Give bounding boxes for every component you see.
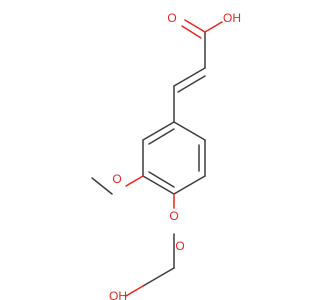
carbonyl-top-bond-inner [181,25,202,39]
ring-inner-double-bond [148,128,175,145]
methyl-bond [91,177,113,195]
ring-bond [173,175,206,195]
hydroxyl-top-bond [204,21,223,33]
oxygen-bonds [125,19,223,297]
ring-inner-double-bond [148,171,175,188]
structure-diagram: O OH O O O OH [91,11,241,300]
vinyl-double-bond-inner [177,75,206,93]
vinyl-double-bond [173,67,206,87]
carbonyl-top-bond [184,19,206,33]
ring-bond [142,175,175,195]
acid-bottom-hydroxyl-label: OH [109,289,127,300]
acid-bottom-oxygen-label: O [175,239,184,253]
acid-top-oxygen-label: O [167,11,176,25]
ch2-to-carboxyl-bond [142,267,175,287]
ether-oxygen-label: O [169,209,178,223]
methoxy-bond [125,175,144,187]
carbon-bonds [91,31,206,287]
ring-bond [142,121,175,141]
hydroxyl-bottom-bond [125,285,144,297]
methoxy-oxygen-label: O [112,172,121,186]
atom-labels: O OH O O O OH [109,11,241,300]
acid-top-hydroxyl-label: OH [223,11,241,25]
ring-bond [173,121,206,141]
molecule-drawing: O OH O O O OH [91,11,241,300]
